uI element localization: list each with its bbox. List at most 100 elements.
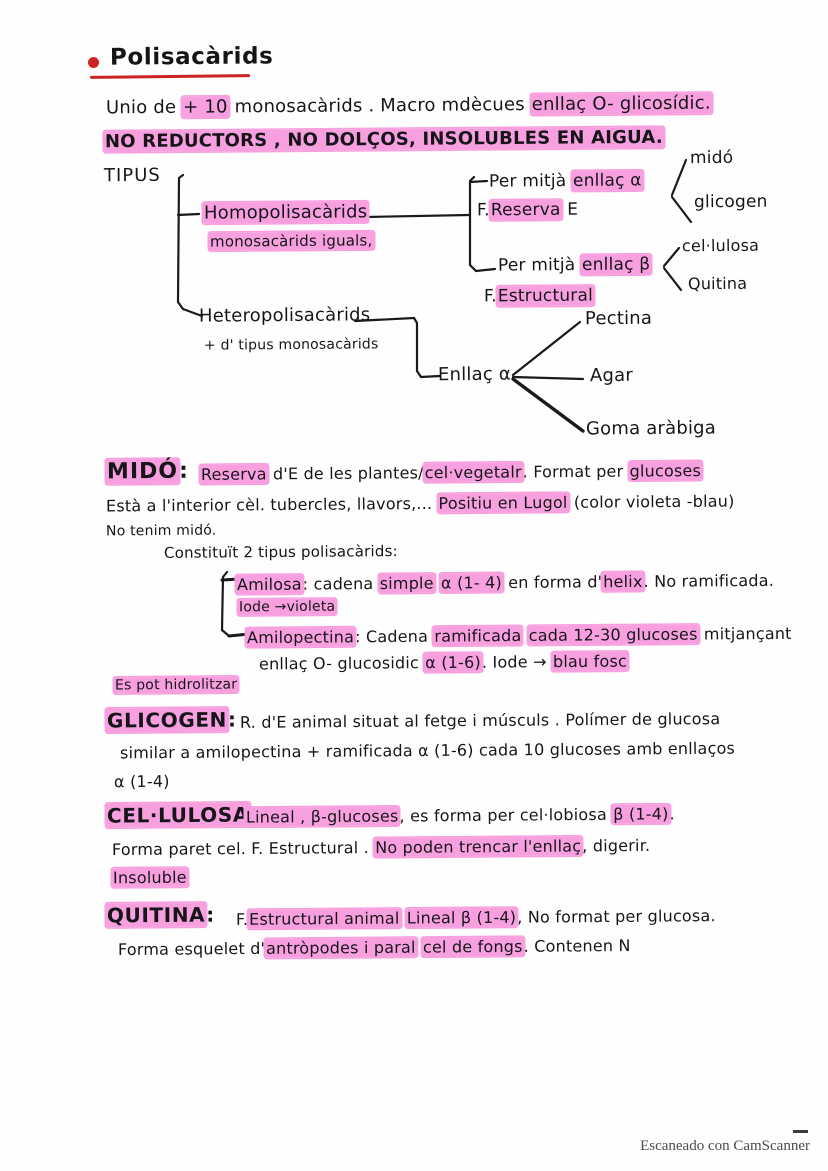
mido-line2-p-2: (color violeta -blau) xyxy=(568,491,735,512)
hetero-enllac-alpha: Enllaç α xyxy=(437,363,511,386)
amilopectina-line2-hl-1: α (1-6) xyxy=(424,652,482,673)
homo-alpha-function-suffix: E xyxy=(561,199,579,220)
cellulosa-line2-hl-1: No poden trencar l'enllaç xyxy=(374,836,583,858)
homo-alpha-line: Per mitjà enllaç α xyxy=(488,170,643,192)
amilosa-p-3: en forma d' xyxy=(502,572,603,593)
intro-line-2: NO REDUCTORS , NO DOLÇOS, INSOLUBLES EN … xyxy=(103,126,664,153)
bullet-icon xyxy=(88,57,99,68)
amilosa-name: Amilosa xyxy=(235,574,303,595)
amilopectina-hl-2: cada 12-30 glucoses xyxy=(527,624,699,645)
cellulosa-line-3: Insoluble xyxy=(111,867,188,888)
amilosa-line-2: Iode →violeta xyxy=(237,598,337,616)
cellulosa-line-1: Lineal , β-glucoses, es forma per cel·lo… xyxy=(244,804,675,827)
mido-line2-hl-1: Positiu en Lugol xyxy=(437,492,569,513)
mido-line-1: Reserva d'E de les plantes/cel·vegetalr.… xyxy=(199,461,703,484)
cellulosa-line2-p-1: Forma paret cel. F. Estructural . xyxy=(111,838,375,860)
homo-alpha-function-highlight: Reserva xyxy=(489,199,562,221)
amilopectina-hl-1: ramificada xyxy=(433,625,523,646)
amilopectina-line-1: Amilopectina: Cadena ramificada cada 12-… xyxy=(245,623,792,648)
hidrolitzar-note: Es pot hidrolitzar xyxy=(113,676,239,694)
scan-tick-mark xyxy=(793,1130,808,1133)
section-heading-glicogen-colon: : xyxy=(227,707,237,732)
quitina-line-2: Forma esquelet d'antròpodes i paral cel … xyxy=(117,935,631,960)
quitina-line1-hl-2: Lineal β (1-4) xyxy=(405,907,518,928)
section-heading-cellulosa: CEL·LULOSA: xyxy=(105,802,259,828)
homo-beta-highlight: enllaç β xyxy=(580,254,652,275)
quitina-line2-hl-1: antròpodes i paral xyxy=(265,937,417,958)
homo-beta-function-highlight: Estructural xyxy=(496,285,595,307)
amilopectina-line2-hl-2: blau fosc xyxy=(551,651,629,672)
tree-branch-heteropolisacarids: Heteropolisacàrids xyxy=(198,304,371,327)
amilopectina-line2-p-1: enllaç O- glucosidic xyxy=(258,653,425,674)
quitina-line2-p-3: . Contenen N xyxy=(523,935,631,956)
quitina-line1-p-3: , No format per glucosa. xyxy=(517,906,716,927)
glicogen-line-1: R. d'E animal situat al fetge i músculs … xyxy=(239,709,721,732)
section-heading-mido: MIDÓ: xyxy=(105,458,189,485)
intro-line-1: Unio de + 10 monosacàrids . Macro mdècue… xyxy=(105,92,712,119)
homo-beta-prefix: Per mitjà xyxy=(497,254,582,276)
leaf-goma-arabiga: Goma aràbiga xyxy=(585,417,717,440)
amilosa-hl-1: simple xyxy=(378,573,435,593)
intro-line1-part-a: Unio de xyxy=(105,96,183,119)
mido-line1-hl-1: Reserva xyxy=(199,464,268,484)
homo-alpha-function-line: F.Reserva E xyxy=(476,199,579,221)
tree-branch-homopolisacarids-label: Homopolisacàrids xyxy=(202,201,369,224)
leaf-mido: midó xyxy=(689,147,734,169)
tree-branch-homopolisacarids: Homopolisacàrids xyxy=(202,201,369,224)
mido-line2-p-1: Està a l'interior cèl. tubercles, llavor… xyxy=(105,493,438,516)
homo-beta-function-prefix: F. xyxy=(483,286,497,307)
intro-line1-part-b: monosacàrids . Macro mdècues xyxy=(228,94,531,118)
amilosa-p-4: . No ramificada. xyxy=(643,570,775,591)
quitina-line2-p-1: Forma esquelet d' xyxy=(117,938,266,960)
quitina-line-1: F.Estructural animal Lineal β (1-4), No … xyxy=(235,906,716,929)
section-heading-cellulosa-label: CEL·LULOSA xyxy=(105,802,250,828)
leaf-pectina: Pectina xyxy=(584,307,653,330)
section-heading-glicogen: GLICOGEN: xyxy=(105,707,237,733)
cellulosa-line1-p-1: , es forma per cel·lobiosa xyxy=(399,804,613,826)
hidrolitzar-note-label: Es pot hidrolitzar xyxy=(113,676,239,694)
homo-alpha-function-prefix: F. xyxy=(476,200,490,221)
homo-alpha-highlight: enllaç α xyxy=(571,170,643,191)
intro-line1-highlight-2: enllaç O- glicosídic. xyxy=(530,92,712,116)
amilopectina-p-1: Cadena xyxy=(360,626,434,647)
amilosa-line2-hl: Iode →violeta xyxy=(237,598,337,616)
quitina-line1-p-1: F. xyxy=(235,909,249,929)
amilosa-hl-3: helix xyxy=(602,571,644,592)
homo-beta-line: Per mitjà enllaç β xyxy=(497,254,652,276)
amilopectina-line-2: enllaç O- glucosidic α (1-6). Iode → bla… xyxy=(258,651,629,674)
title-underline xyxy=(89,74,251,79)
amilosa-hl-2: α (1- 4) xyxy=(439,573,504,593)
amilosa-p-1: cadena xyxy=(308,573,379,594)
intro-line1-highlight-1: + 10 xyxy=(182,96,229,118)
scanner-watermark: Escaneado con CamScanner xyxy=(640,1138,810,1154)
page-title: Polisacàrids xyxy=(109,43,274,71)
section-heading-mido-colon: : xyxy=(178,458,189,484)
section-heading-quitina-label: QUITINA xyxy=(105,902,207,928)
leaf-agar: Agar xyxy=(589,364,634,387)
tree-branch-homopolisacarids-sub-label: monosacàrids iguals, xyxy=(208,231,374,251)
cellulosa-line2-p-2: , digerir. xyxy=(582,835,651,856)
section-heading-mido-label: MIDÓ xyxy=(105,458,180,485)
cellulosa-line1-p-2: . xyxy=(669,804,675,824)
mido-line1-p-2: . Format per xyxy=(522,461,629,482)
cellulosa-line-2: Forma paret cel. F. Estructural . No pod… xyxy=(111,835,651,860)
glicogen-line-3: α (1-4) xyxy=(113,771,170,792)
leaf-glicogen: glicogen xyxy=(693,191,768,213)
amilopectina-p-3: mitjançant xyxy=(698,623,792,644)
homo-alpha-prefix: Per mitjà xyxy=(488,170,573,192)
cellulosa-line3-hl: Insoluble xyxy=(111,867,188,888)
mido-line1-hl-2: cel·vegetalr xyxy=(423,462,523,483)
tree-branch-homopolisacarids-sub: monosacàrids iguals, xyxy=(208,231,374,251)
mido-line-4: Constituït 2 tipus polisacàrids: xyxy=(163,542,398,562)
amilosa-line-1: Amilosa: cadena simple α (1- 4) en forma… xyxy=(235,570,775,595)
amilopectina-name: Amilopectina xyxy=(245,627,356,648)
section-heading-quitina-colon: : xyxy=(206,902,215,927)
tree-branch-heteropolisacarids-sub: + d' tipus monosacàrids xyxy=(203,336,379,354)
mido-line1-p-1: d'E de les plantes/ xyxy=(267,463,424,484)
mido-line1-hl-3: glucoses xyxy=(628,461,703,481)
section-heading-quitina: QUITINA: xyxy=(105,902,215,928)
quitina-line2-hl-2: cel de fongs xyxy=(421,936,524,957)
leaf-quitina: Quitina xyxy=(687,273,748,294)
leaf-cellulosa: cel·lulosa xyxy=(681,235,760,256)
